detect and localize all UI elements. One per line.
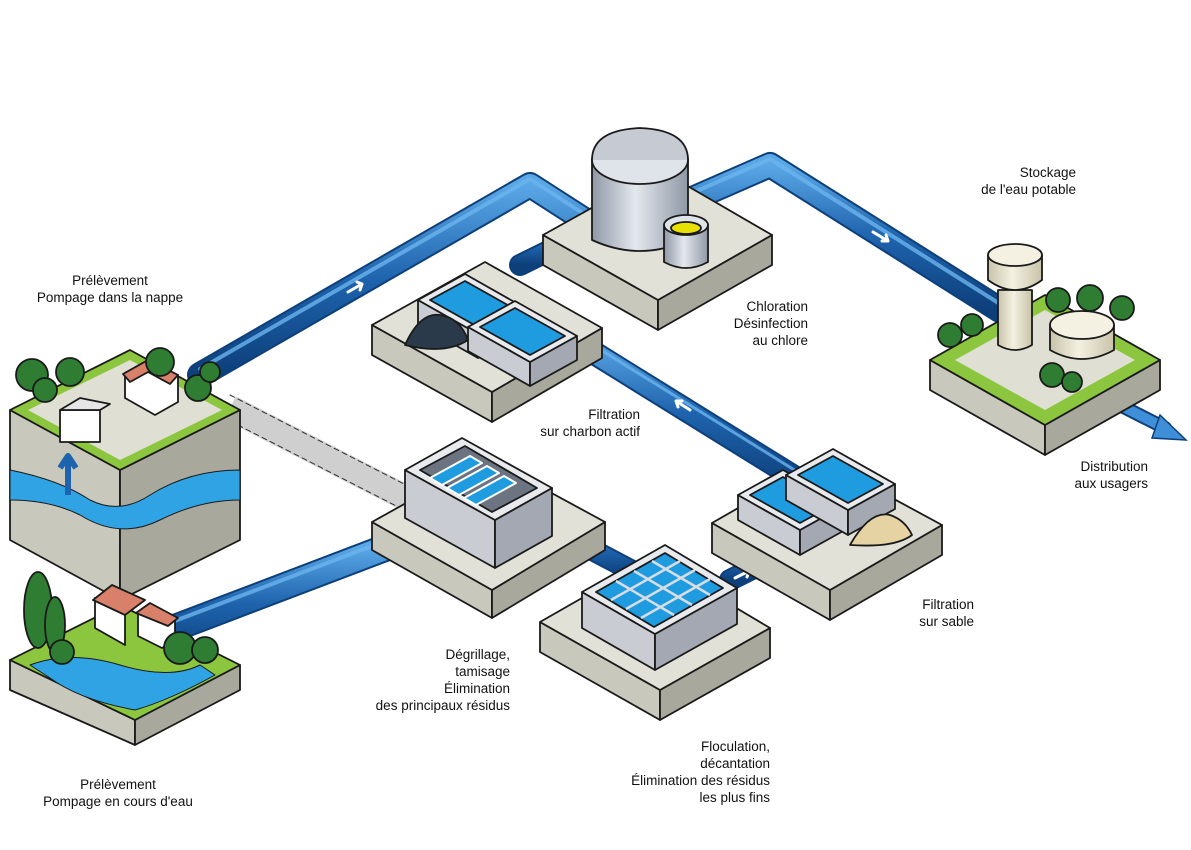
label-floculation: Floculation, décantation Élimination des… — [600, 738, 770, 806]
label-degrillage: Dégrillage, tamisage Élimination des pri… — [340, 646, 510, 714]
station-stockage — [929, 243, 1161, 456]
chlorine-vat — [663, 224, 709, 269]
label-stockage: Stockage de l'eau potable — [950, 164, 1076, 198]
label-line: Pompage en cours d'eau — [43, 794, 193, 809]
label-line: Filtration — [588, 407, 640, 422]
station-floculation — [539, 544, 771, 721]
label-line: Élimination — [443, 681, 510, 696]
station-cours-eau — [9, 571, 241, 746]
sand-pile — [849, 513, 913, 547]
flow-arrow — [871, 230, 890, 243]
label-line: Pompage dans la nappe — [36, 290, 184, 305]
flow-arrow — [346, 280, 364, 294]
label-distribution: Distribution aux usagers — [1050, 458, 1148, 492]
label-filtration-charbon: Filtration sur charbon actif — [500, 406, 640, 440]
label-line: de l'eau potable — [981, 182, 1076, 197]
flow-arrow — [283, 609, 302, 622]
label-chloration: Chloration Désinfection au chlore — [700, 298, 808, 349]
screens — [429, 455, 517, 506]
station-filtration-sable — [711, 448, 943, 621]
label-line: Élimination des résidus — [631, 773, 770, 788]
label-line: Désinfection — [733, 316, 808, 331]
label-line: Stockage — [1019, 165, 1076, 180]
label-line: Floculation, — [700, 739, 770, 754]
chlorine-liquid — [670, 221, 702, 235]
label-line: des principaux résidus — [375, 698, 510, 713]
label-line: Prélèvement — [80, 777, 156, 792]
label-line: décantation — [700, 756, 770, 771]
gray-link-pipe-edge — [229, 394, 411, 488]
label-line: sur charbon actif — [540, 424, 640, 439]
label-line: Filtration — [922, 597, 974, 612]
aquifer-water — [9, 469, 241, 530]
well-house — [59, 409, 101, 443]
river-water — [29, 657, 216, 711]
flow-arrow — [674, 399, 692, 412]
label-line: tamisage — [455, 664, 510, 679]
label-line: sur sable — [919, 614, 974, 629]
label-line: Chloration — [746, 299, 808, 314]
label-line: Prélèvement — [72, 273, 148, 288]
label-prelevement-nappe: Prélèvement Pompage dans la nappe — [37, 272, 183, 306]
water-tower — [997, 289, 1033, 351]
label-filtration-sable: Filtration sur sable — [860, 596, 974, 630]
station-nappe — [9, 347, 241, 601]
label-line: les plus fins — [699, 790, 770, 805]
station-chloration — [542, 127, 773, 331]
pump-up-arrow — [57, 453, 79, 495]
stockage-trees — [937, 284, 1135, 393]
station-filtration-charbon — [371, 261, 603, 423]
river-trees — [23, 571, 219, 665]
trees — [15, 347, 221, 403]
label-line: Dégrillage, — [445, 647, 510, 662]
label-line: Distribution — [1080, 459, 1148, 474]
gray-link-pipe — [224, 396, 416, 512]
station-degrillage — [371, 437, 606, 619]
label-line: aux usagers — [1074, 476, 1148, 491]
distribution-arrow — [1150, 413, 1188, 441]
label-prelevement-cours-eau: Prélèvement Pompage en cours d'eau — [43, 776, 193, 810]
label-line: au chlore — [752, 333, 808, 348]
charcoal-pile — [404, 313, 469, 350]
